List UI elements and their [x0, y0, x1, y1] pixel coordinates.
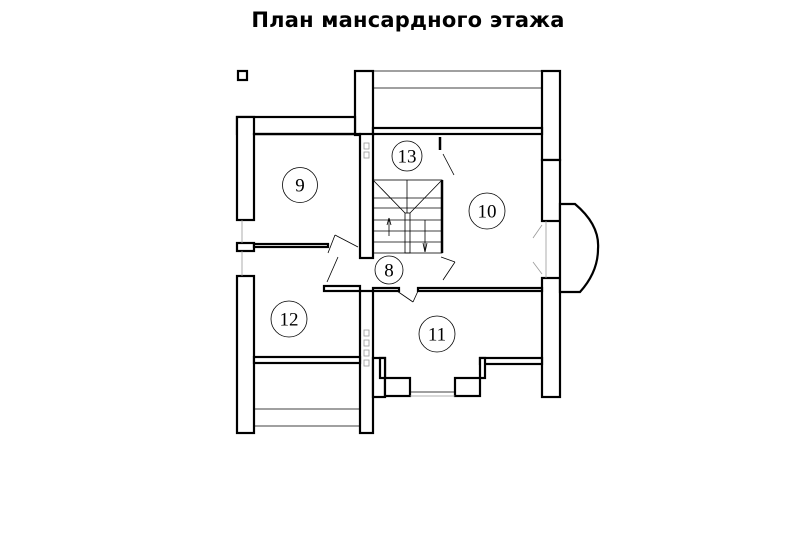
room-label-11: 11: [418, 315, 456, 353]
room-label-9: 9: [282, 167, 318, 203]
plan-title: План мансардного этажа: [251, 8, 565, 32]
room-number: 12: [280, 310, 299, 331]
room-number: 8: [384, 261, 394, 282]
room-label-12: 12: [270, 300, 308, 338]
staircase: [372, 179, 444, 254]
top-balcony: [373, 70, 542, 89]
room-label-13: 13: [391, 140, 423, 172]
room-number: 13: [398, 147, 417, 168]
room-number: 11: [428, 325, 446, 346]
bottom-balcony: [254, 408, 360, 427]
room-label-8: 8: [374, 255, 404, 285]
room-number: 10: [478, 202, 497, 223]
doors: [326, 137, 543, 303]
room-label-10: 10: [468, 192, 506, 230]
vent-ducts: [363, 142, 370, 367]
room-number: 9: [295, 176, 305, 197]
legend-square: [236, 69, 249, 82]
walls: [235, 69, 562, 435]
bay-window: [558, 202, 600, 294]
